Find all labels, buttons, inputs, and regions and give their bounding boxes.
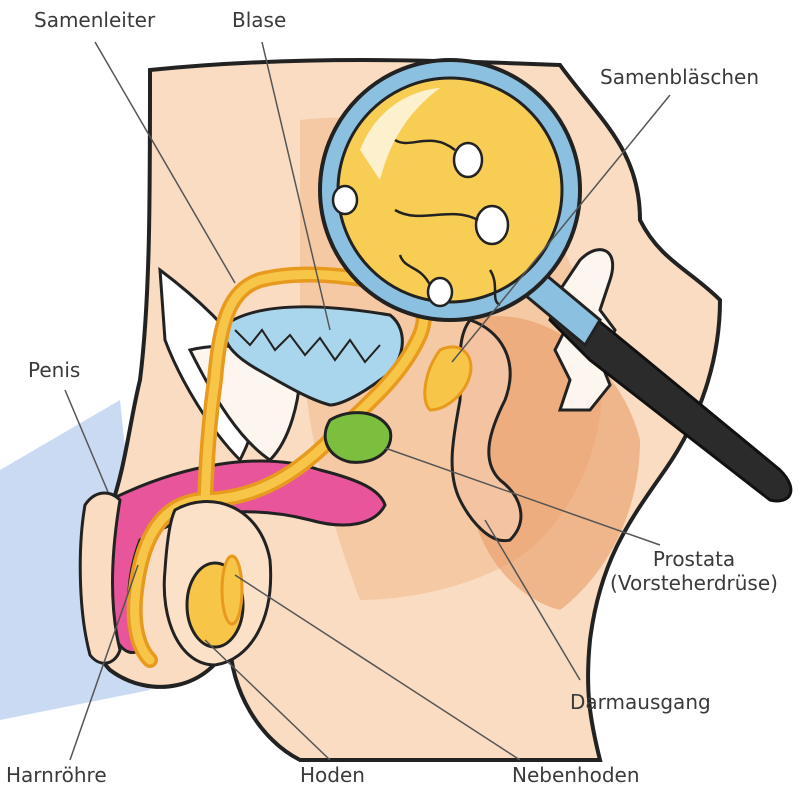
label-harnroehre: Harnröhre — [6, 763, 107, 787]
sperm-cell-1 — [454, 143, 482, 177]
label-nebenhoden: Nebenhoden — [512, 763, 640, 787]
label-samenblaeschen: Samenbläschen — [600, 65, 759, 89]
sperm-cell-4 — [333, 186, 357, 214]
prostate — [325, 413, 391, 463]
label-prostata-line1: Prostata — [596, 547, 792, 571]
sperm-cell-2 — [476, 206, 508, 244]
label-darmausgang: Darmausgang — [570, 690, 711, 714]
label-prostata-line2: (Vorsteherdrüse) — [596, 571, 792, 595]
label-hoden: Hoden — [300, 763, 365, 787]
epididymis — [222, 556, 242, 624]
label-penis: Penis — [28, 358, 80, 382]
label-samenleiter: Samenleiter — [34, 8, 155, 32]
label-blase: Blase — [232, 8, 286, 32]
label-prostata: Prostata (Vorsteherdrüse) — [596, 547, 792, 595]
sperm-cell-3 — [428, 278, 452, 306]
